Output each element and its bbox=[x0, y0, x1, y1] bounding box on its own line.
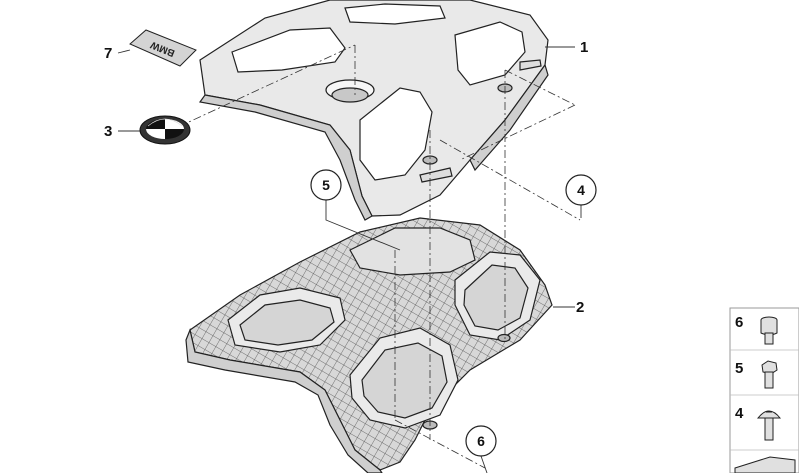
svg-text:6: 6 bbox=[477, 433, 485, 449]
svg-text:2: 2 bbox=[576, 299, 584, 316]
svg-text:3: 3 bbox=[104, 123, 112, 140]
hex-socket-screw-icon bbox=[760, 316, 778, 345]
hardware-panel: 6 5 4 bbox=[729, 307, 799, 473]
hex-bolt-icon bbox=[761, 360, 778, 389]
callout-6[interactable]: 6 bbox=[465, 425, 497, 457]
callout-5[interactable]: 5 bbox=[310, 169, 342, 201]
svg-text:5: 5 bbox=[735, 360, 743, 377]
svg-text:4: 4 bbox=[735, 405, 744, 422]
luggage-carrier-part bbox=[185, 217, 553, 473]
callout-4[interactable]: 4 bbox=[565, 174, 597, 206]
svg-text:5: 5 bbox=[322, 177, 330, 193]
upper-cover-part bbox=[198, 0, 549, 221]
hardware-item-5[interactable]: 5 bbox=[735, 360, 778, 389]
extra-part-partial bbox=[734, 456, 796, 473]
bmw-emblem-part bbox=[139, 115, 191, 145]
pan-head-screw-icon bbox=[756, 410, 782, 441]
svg-text:1: 1 bbox=[580, 39, 588, 56]
dash-dot-lines bbox=[149, 44, 581, 469]
svg-text:6: 6 bbox=[735, 314, 743, 331]
callout-1[interactable]: 1 bbox=[580, 39, 588, 56]
callout-2[interactable]: 2 bbox=[576, 299, 584, 316]
svg-text:4: 4 bbox=[577, 182, 585, 198]
leader-lines bbox=[117, 46, 582, 473]
callout-3[interactable]: 3 bbox=[104, 123, 112, 140]
hardware-item-6[interactable]: 6 bbox=[735, 314, 778, 345]
svg-text:7: 7 bbox=[104, 45, 112, 62]
bmw-decal-part: BMW bbox=[129, 29, 197, 67]
callout-7[interactable]: 7 bbox=[104, 45, 112, 62]
hardware-item-4[interactable]: 4 bbox=[735, 405, 782, 441]
